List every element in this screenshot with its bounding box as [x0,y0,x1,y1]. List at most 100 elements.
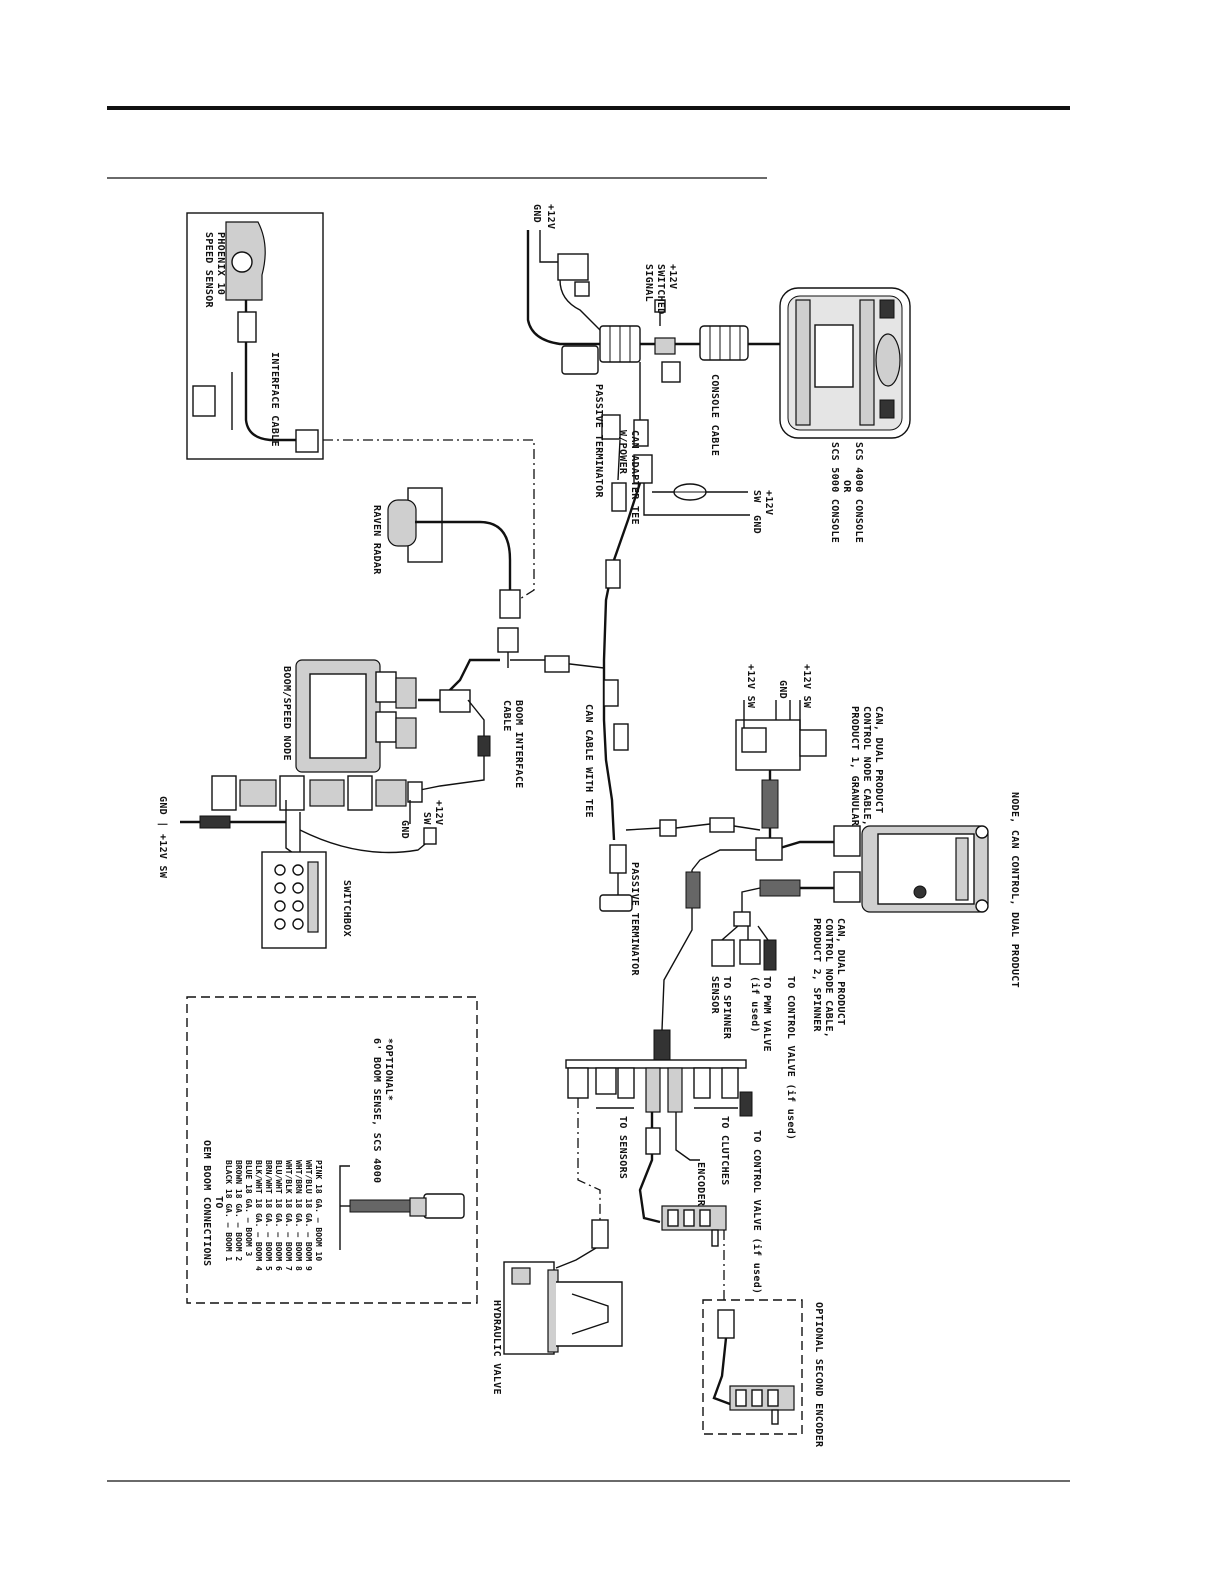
top-plus12v-label: +12V [545,204,556,229]
encoder-label: ENCODER [695,1162,706,1207]
phoenix-label-line1: PHOENIX 10 [215,232,226,295]
sw12v-mid-line3: GND [399,820,410,839]
raven-radar [387,487,512,590]
boom-interface-cable [419,699,485,791]
product2-loom [759,879,801,897]
dist-conn-5 [667,1067,683,1113]
dist-conn-6 [693,1067,711,1099]
optional-boom-sense-box [186,996,478,1304]
boom-interface-line2: CABLE [501,700,512,732]
boom-interface-line1: BOOM INTERFACE [513,700,524,789]
dist-conn-3 [617,1067,635,1099]
boom-wire-6: BLU/WHT 18 GA. — BOOM 6 [274,1160,283,1271]
fuse-holder-top [557,253,590,297]
boom-wire-7: WHT/BLK 18 GA. — BOOM 7 [284,1160,293,1271]
optional-second-encoder-label: OPTIONAL SECOND ENCODER [813,1302,824,1448]
boom-wire-10: PINK 18 GA. — BOOM 10 [314,1160,323,1261]
passive-terminator-top [561,345,621,440]
node-can-control [833,825,989,913]
product1-loom [761,779,779,829]
to-oem-line1: TO [213,1196,224,1209]
can-adapter-tee-line2: W/POWER [617,430,628,475]
product1-label-line1: CAN, DUAL PRODUCT [873,706,884,813]
to-spinner-sensor-conn [711,939,735,967]
switched-signal-line1: +12V [667,264,678,289]
boom-wire-4: BLK/WHT 18 GA. — BOOM 4 [254,1160,263,1271]
phoenix-label-line2: SPEED SENSOR [203,232,214,309]
product2-label-line3: PRODUCT 2, SPINNER [811,918,822,1032]
product1-label-line3: PRODUCT 1, GRANULAR [849,706,860,827]
to-oem-line2: OEM BOOM CONNECTIONS [201,1140,212,1266]
boom-wire-labels: PINK 18 GA. — BOOM 10 WHT/BLU 18 GA. — B… [224,1160,323,1271]
to-spinner-line1: TO SPINNER [721,976,732,1040]
distribution-bar [565,1059,753,1117]
boom-wire-5: BRN/WHT 18 GA. — BOOM 5 [264,1160,273,1271]
to-pwm-valve-line2: (if used) [749,976,761,1033]
console-cable-connector [699,325,749,361]
sw12v-mid-line2: SW [421,812,432,825]
sw12v-top-line3: GND [751,515,762,534]
boom-speed-node-label: BOOM/SPEED NODE [281,666,292,761]
interface-cable-label: INTERFACE CABLE [269,352,280,447]
dist-conn-7 [721,1067,739,1099]
to-sensors-label: TO SENSORS [617,1116,628,1179]
scs-console [779,287,911,439]
dist-conn-4 [645,1067,661,1113]
boom-speed-node [295,659,417,773]
console-label-line1: SCS 4000 CONSOLE [853,442,864,543]
power-tee-connector [599,325,681,383]
to-pwm-valve-line1: TO PWM VALVE [761,976,772,1052]
gnd-12vsw-left-label: GND | +12V SW [157,796,168,879]
to-control-valve-conn [763,939,777,971]
hydraulic-valve [503,1261,623,1355]
can-cable-with-tee-label: CAN CABLE WITH TEE [583,704,594,818]
boom-sense-connector [349,1193,465,1219]
plus12v-lead [539,230,558,263]
product2-label-line2: CONTROL NODE CABLE, [823,918,834,1038]
phoenix-speed-sensor [225,221,266,301]
optional-boom-sense-line1: *OPTIONAL* [383,1038,394,1101]
switchbox [261,851,327,949]
to-control-valve-1-label: TO CONTROL VALVE (if used) [785,976,797,1140]
boom-wire-2: BROWN 18 GA. — BOOM 2 [234,1160,243,1261]
boom-wire-fan [339,1165,350,1250]
product2-label-line1: CAN, DUAL PRODUCT [835,918,846,1025]
product1-power-line1: +12V SW [745,664,756,709]
boom-wire-9: WHT/BLU 18 GA. — BOOM 9 [304,1160,313,1271]
sw12v-top-line2: SW [751,490,762,503]
gnd-lead [526,230,600,346]
hydraulic-valve-label: HYDRAULIC VALVE [491,1300,502,1395]
dist-conn-8 [739,1091,753,1117]
to-control-valve-2-label: TO CONTROL VALVE (if used) [751,1130,763,1294]
dist-conn-2 [595,1067,617,1095]
second-encoder [729,1385,795,1425]
console-label-line2: OR [841,480,852,493]
can-adapter-tee-line1: CAN ADAPTER TEE [629,430,640,525]
encoder [661,1205,727,1247]
console-cable-label: CONSOLE CABLE [709,374,720,456]
phoenix-dashed-link [323,439,535,605]
raven-radar-label: RAVEN RADAR [371,505,382,575]
header-rule [107,106,1070,110]
passive-terminator-bottom-label: PASSIVE TERMINATOR [629,862,640,976]
to-spinner-line2: SENSOR [709,976,720,1015]
node-can-control-label: NODE, CAN CONTROL, DUAL PRODUCT [1009,792,1020,988]
top-gnd-label: GND [531,204,542,223]
boom-wire-8: WHT/BRN 18 GA. — BOOM 8 [294,1160,303,1271]
product1-power-line2: GND [777,680,788,699]
console-label-line3: SCS 5000 CONSOLE [829,442,840,543]
to-pwm-valve-conn [739,939,761,965]
switchbox-label: SWITCHBOX [341,880,352,937]
boom-wire-3: BLUE 18 GA. — BOOM 3 [244,1160,253,1257]
product1-power-line3: +12V SW [801,664,812,709]
hydraulic-dashed-link [577,1098,601,1220]
boom-wire-1: BLACK 18 GA. — BOOM 1 [224,1160,233,1261]
to-clutches-label: TO CLUTCHES [719,1116,730,1186]
optional-second-encoder-box [702,1299,803,1435]
switchbox-harness [211,775,423,811]
inline-fuse [673,483,707,501]
passive-terminator-label: PASSIVE TERMINATOR [593,384,604,498]
dist-conn-1 [567,1067,589,1099]
